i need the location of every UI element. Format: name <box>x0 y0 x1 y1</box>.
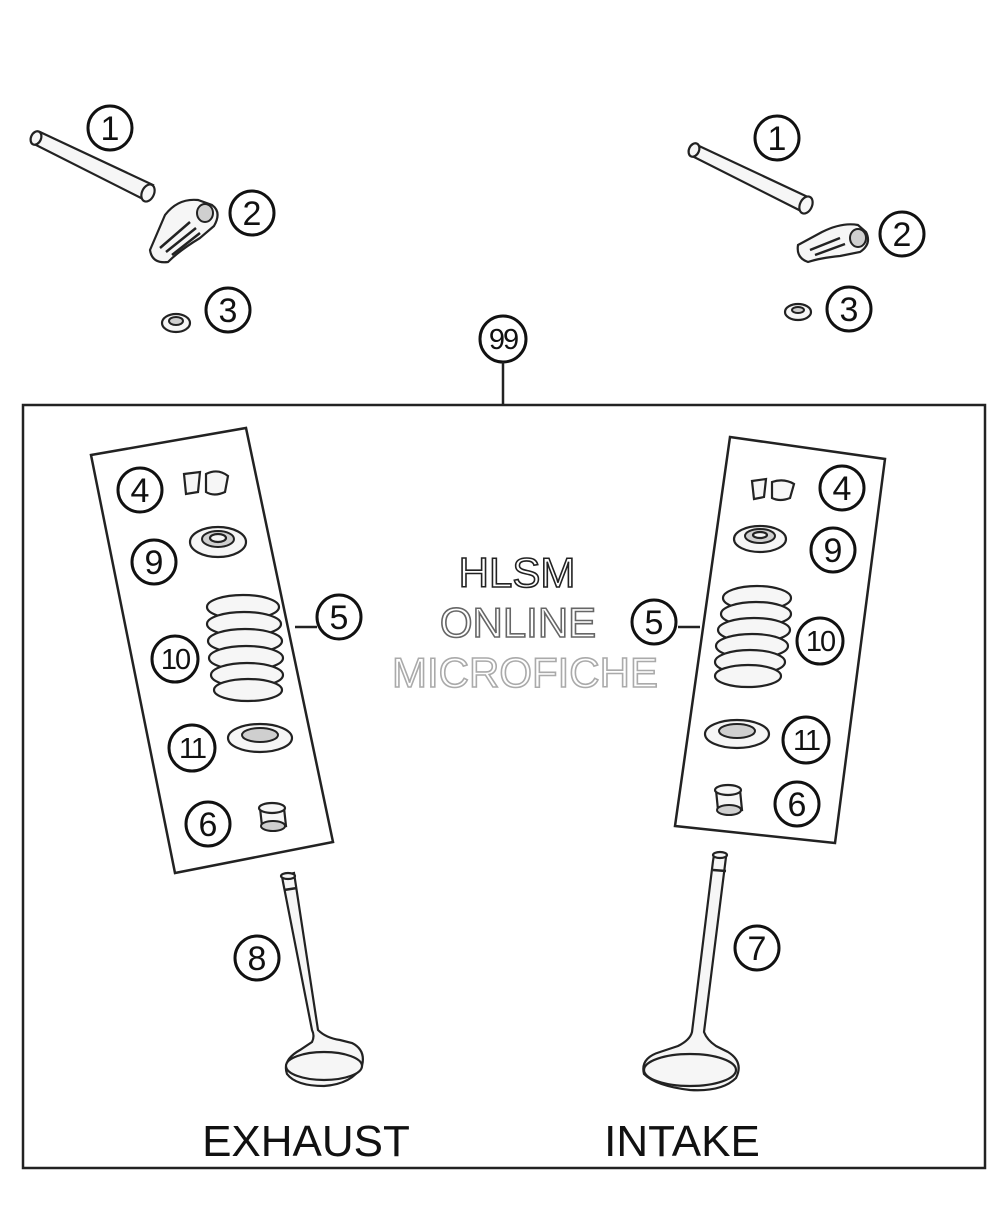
svg-text:2: 2 <box>243 195 262 233</box>
svg-text:6: 6 <box>788 786 807 824</box>
exhaust-valve-part <box>279 871 364 1088</box>
intake-valve-part <box>642 850 740 1092</box>
callout-exhaust-valve-keeper: 4 <box>116 466 164 514</box>
svg-text:5: 5 <box>330 599 349 637</box>
callout-exhaust-rocker-shaft: 1 <box>86 104 134 152</box>
exhaust-label: EXHAUST <box>202 1117 410 1166</box>
callout-exhaust-spring-retainer: 9 <box>130 538 178 586</box>
exhaust-valve-keeper-part <box>182 470 230 496</box>
callout-intake-stem-seal: 6 <box>773 780 821 828</box>
callout-exhaust-valve-spring: 10 <box>150 634 200 684</box>
callout-exhaust-rocker-arm: 2 <box>228 189 276 237</box>
callout-exhaust-washer: 3 <box>204 286 252 334</box>
exhaust-rocker-arm-part <box>148 198 219 264</box>
svg-text:7: 7 <box>748 930 767 968</box>
callout-exhaust-spring-set: 5 <box>315 593 363 641</box>
callout-intake-washer: 3 <box>825 285 873 333</box>
callout-intake-valve-spring: 10 <box>795 616 845 666</box>
callout-exhaust-spring-seat: 11 <box>167 723 217 773</box>
intake-stem-seal-part <box>713 783 744 816</box>
exhaust-spring-seat-part <box>226 722 294 754</box>
callout-intake-spring-set: 5 <box>630 598 678 646</box>
watermark-line2: ONLINE <box>440 599 596 646</box>
intake-rocker-arm-part <box>796 223 870 264</box>
svg-text:8: 8 <box>248 940 267 978</box>
svg-text:3: 3 <box>219 292 238 330</box>
callout-intake-rocker-shaft: 1 <box>753 114 801 162</box>
callout-intake-rocker-arm: 2 <box>878 210 926 258</box>
watermark-line1: HLSM <box>459 549 576 596</box>
exhaust-spring-set-box <box>89 426 335 875</box>
intake-washer-part <box>783 302 813 322</box>
intake-spring-retainer-part <box>732 524 788 554</box>
exhaust-spring-retainer-part <box>188 525 248 559</box>
callout-intake-spring-retainer: 9 <box>809 526 857 574</box>
svg-text:1: 1 <box>101 110 120 148</box>
svg-text:4: 4 <box>131 472 150 510</box>
exhaust-washer-part <box>160 312 192 334</box>
callout-kit: 99 <box>478 314 528 405</box>
callout-intake-valve-keeper: 4 <box>818 464 866 512</box>
svg-text:1: 1 <box>768 120 787 158</box>
exhaust-valve-spring-part <box>205 593 285 703</box>
svg-text:10: 10 <box>161 644 190 676</box>
svg-text:11: 11 <box>179 733 206 765</box>
intake-spring-set-box <box>673 435 887 845</box>
intake-rocker-shaft-part <box>687 142 814 215</box>
callout-intake-spring-seat: 11 <box>781 715 831 765</box>
callout-exhaust-valve: 8 <box>233 934 281 982</box>
kit-outline-box <box>21 403 987 1170</box>
intake-valve-keeper-part <box>750 477 796 502</box>
svg-text:3: 3 <box>840 291 859 329</box>
callout-intake-valve: 7 <box>733 924 781 972</box>
exhaust-stem-seal-part <box>257 801 288 832</box>
svg-text:99: 99 <box>489 324 518 356</box>
intake-spring-seat-part <box>703 718 771 750</box>
svg-text:9: 9 <box>145 544 164 582</box>
callout-exhaust-stem-seal: 6 <box>184 800 232 848</box>
svg-text:11: 11 <box>793 725 820 757</box>
svg-text:4: 4 <box>833 470 852 508</box>
svg-text:2: 2 <box>893 216 912 254</box>
intake-label: INTAKE <box>604 1117 760 1166</box>
svg-text:10: 10 <box>806 626 835 658</box>
svg-text:5: 5 <box>645 604 664 642</box>
intake-valve-spring-part <box>713 584 793 689</box>
exhaust-rocker-shaft-part <box>29 130 156 203</box>
svg-text:6: 6 <box>199 806 218 844</box>
watermark-line3: MICROFICHE <box>392 649 658 696</box>
svg-text:9: 9 <box>824 532 843 570</box>
